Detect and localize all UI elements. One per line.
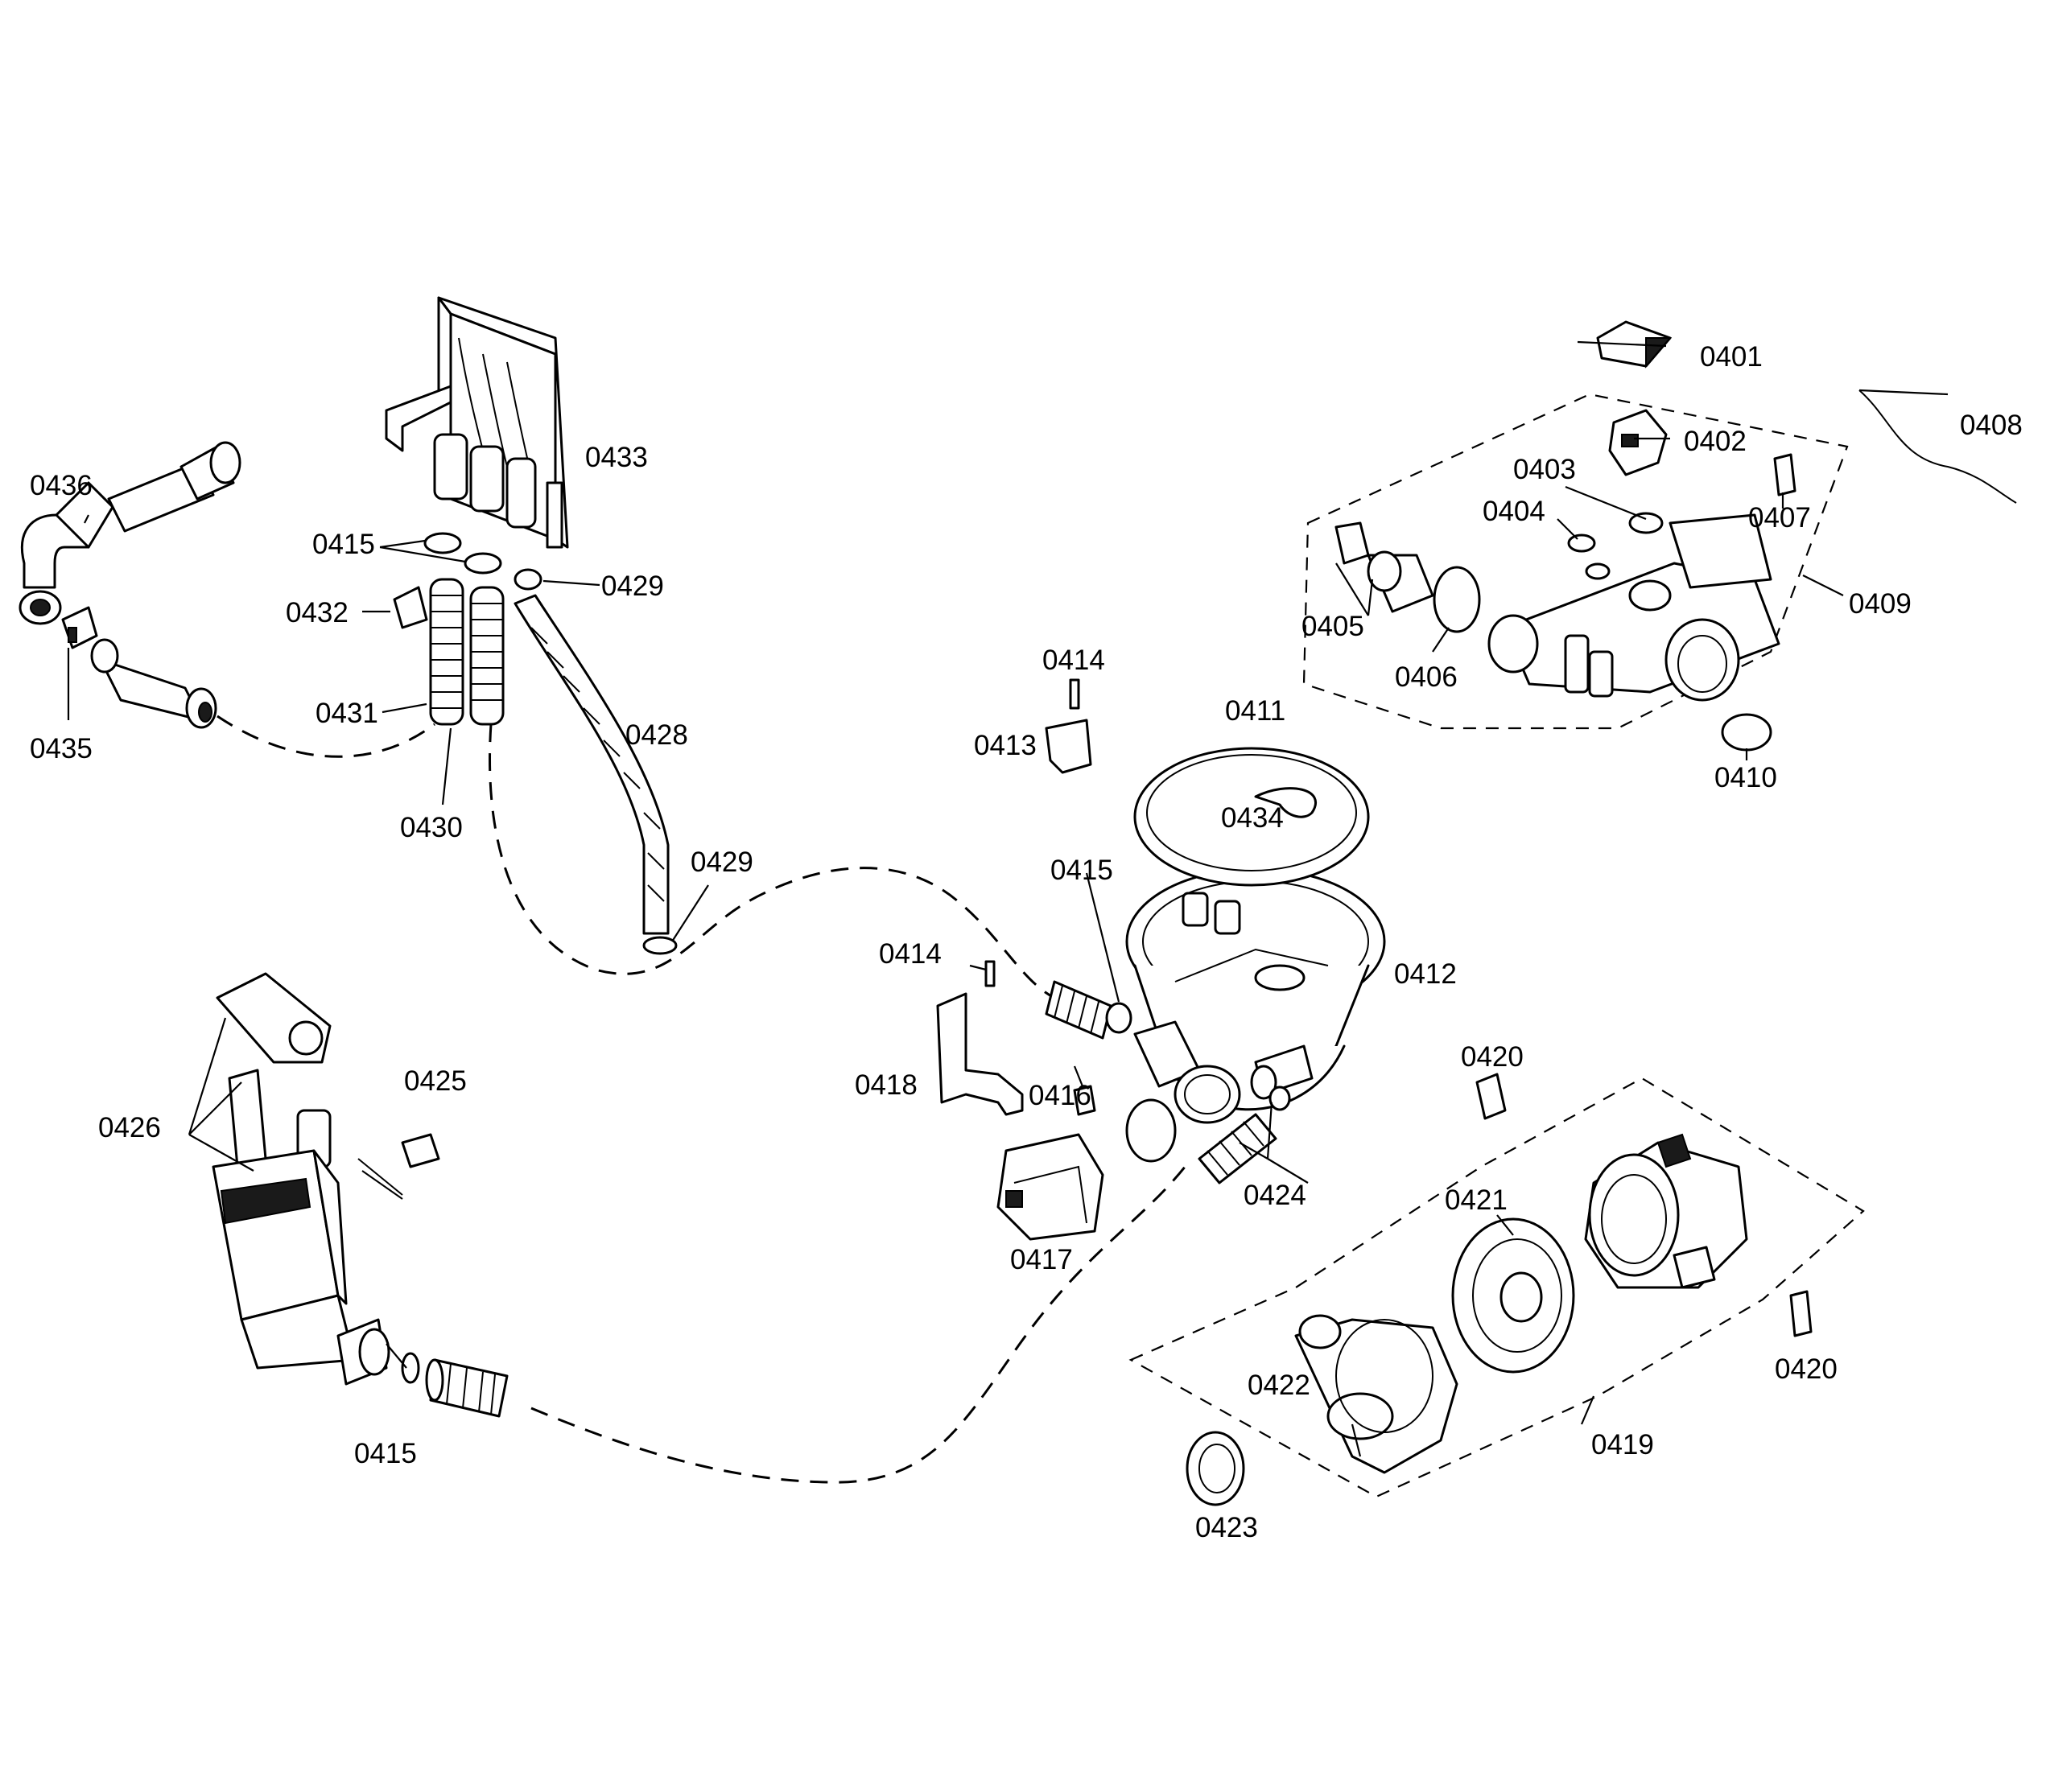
clip-0420-top [1475,1073,1507,1120]
o-ring-0415-bottom [401,1352,420,1384]
ring-0404 [1567,533,1596,553]
circulation-pump-0419 [1584,1133,1748,1289]
label-0422: 0422 [1248,1370,1310,1401]
hose-0428 [514,594,670,935]
label-0436: 0436 [30,470,93,501]
filter-insert-0434 [1254,787,1318,818]
label-0429-bottom: 0429 [691,847,753,878]
corrugated-hose-0430 [469,586,505,726]
drain-hose-lower [530,1158,1193,1484]
corrugated-hose-0431 [429,578,464,726]
valve-0405 [1334,521,1434,613]
cable-0408 [1858,389,2017,504]
clip-0432 [393,586,428,629]
clamp-0429-bottom [642,936,678,955]
label-0402: 0402 [1684,426,1747,457]
label-0412: 0412 [1394,958,1457,990]
label-0433: 0433 [585,442,648,473]
gasket-0406 [1433,566,1481,633]
label-0421: 0421 [1445,1184,1508,1216]
coupling-0415-middle [1045,980,1112,1040]
o-ring-0424 [1268,1085,1291,1111]
label-0416: 0416 [1029,1080,1091,1111]
label-0430: 0430 [400,812,463,843]
sump-outlet-right [1250,1044,1314,1100]
label-0414-top: 0414 [1042,645,1105,676]
sensor-0402 [1608,409,1668,476]
label-0435: 0435 [30,733,93,764]
hose-extension-0436 [107,441,241,533]
o-ring-0415-top-2 [464,552,502,575]
gasket-ring [1125,1098,1177,1163]
drain-hose-loop [489,723,1055,999]
label-0413: 0413 [974,730,1037,761]
label-0411: 0411 [1225,695,1285,727]
drain-hose-upper [217,715,435,758]
label-0425: 0425 [404,1065,467,1097]
label-0404: 0404 [1483,496,1545,527]
label-0401: 0401 [1700,341,1763,373]
label-0409: 0409 [1849,588,1912,620]
cover-panel-0433 [385,296,569,549]
label-0417: 0417 [1010,1244,1073,1275]
leader-lines [67,340,1949,1457]
sump-outlet-left [1133,1020,1241,1124]
hose-elbow-0436 [19,481,114,625]
leader-0426-b [188,1081,242,1135]
clip-0420-right [1789,1290,1813,1337]
sump-ring-0411 [1133,747,1370,887]
label-0415-bottom: 0415 [354,1438,417,1469]
label-0432: 0432 [286,597,349,628]
softener-assembly-0426 [212,972,403,1386]
label-0426: 0426 [98,1112,161,1143]
bracket-0413 [1045,719,1092,774]
screw-0414-top [1069,678,1080,710]
clip-0407 [1773,453,1796,496]
label-0420-right: 0420 [1775,1353,1838,1385]
grommet-0423 [1186,1431,1245,1506]
hose-end-0435 [90,638,217,729]
hose-connector-0435 [61,606,98,649]
label-0429-top: 0429 [601,571,664,602]
label-0408: 0408 [1960,410,2023,441]
clip-0425 [401,1133,440,1168]
leader-0426-c [188,1134,254,1172]
clamp-0429-top [514,568,542,591]
label-0407: 0407 [1748,502,1811,533]
label-0428: 0428 [625,719,688,751]
o-ring-0415-middle [1105,1002,1132,1034]
label-0415-middle: 0415 [1050,855,1113,886]
label-0403: 0403 [1513,454,1576,485]
spring-hose-0424 [1198,1113,1277,1184]
label-0424: 0424 [1244,1180,1306,1211]
label-0423: 0423 [1195,1512,1258,1543]
label-0420-top: 0420 [1461,1041,1524,1073]
label-0415-top: 0415 [312,529,375,560]
label-0414-middle: 0414 [879,938,942,970]
group-outline-0419 [1128,1077,1865,1498]
spring-0425 [361,1170,403,1200]
clamp-0410 [1721,713,1772,752]
label-0410: 0410 [1714,762,1777,793]
ring-0404b [1585,562,1611,580]
screw-0414-middle [984,960,996,987]
label-0419: 0419 [1591,1429,1654,1460]
bracket-0418 [936,992,1024,1116]
o-ring-0415-top-1 [423,532,462,554]
clip-0416 [1073,1085,1096,1116]
regeneration-block-0409 [1487,513,1780,702]
drain-pump-0417 [996,1133,1104,1241]
pump-housing-0422 [1294,1314,1458,1474]
label-0406: 0406 [1395,661,1458,693]
label-0405: 0405 [1301,611,1364,642]
impeller-cover-0421 [1451,1217,1575,1374]
label-0431: 0431 [316,698,378,729]
leader-0426-a [188,1017,227,1135]
ring-0403 [1628,512,1664,534]
coupling-0415-bottom [425,1358,509,1418]
label-0434: 0434 [1221,802,1284,834]
label-0418: 0418 [855,1069,918,1101]
